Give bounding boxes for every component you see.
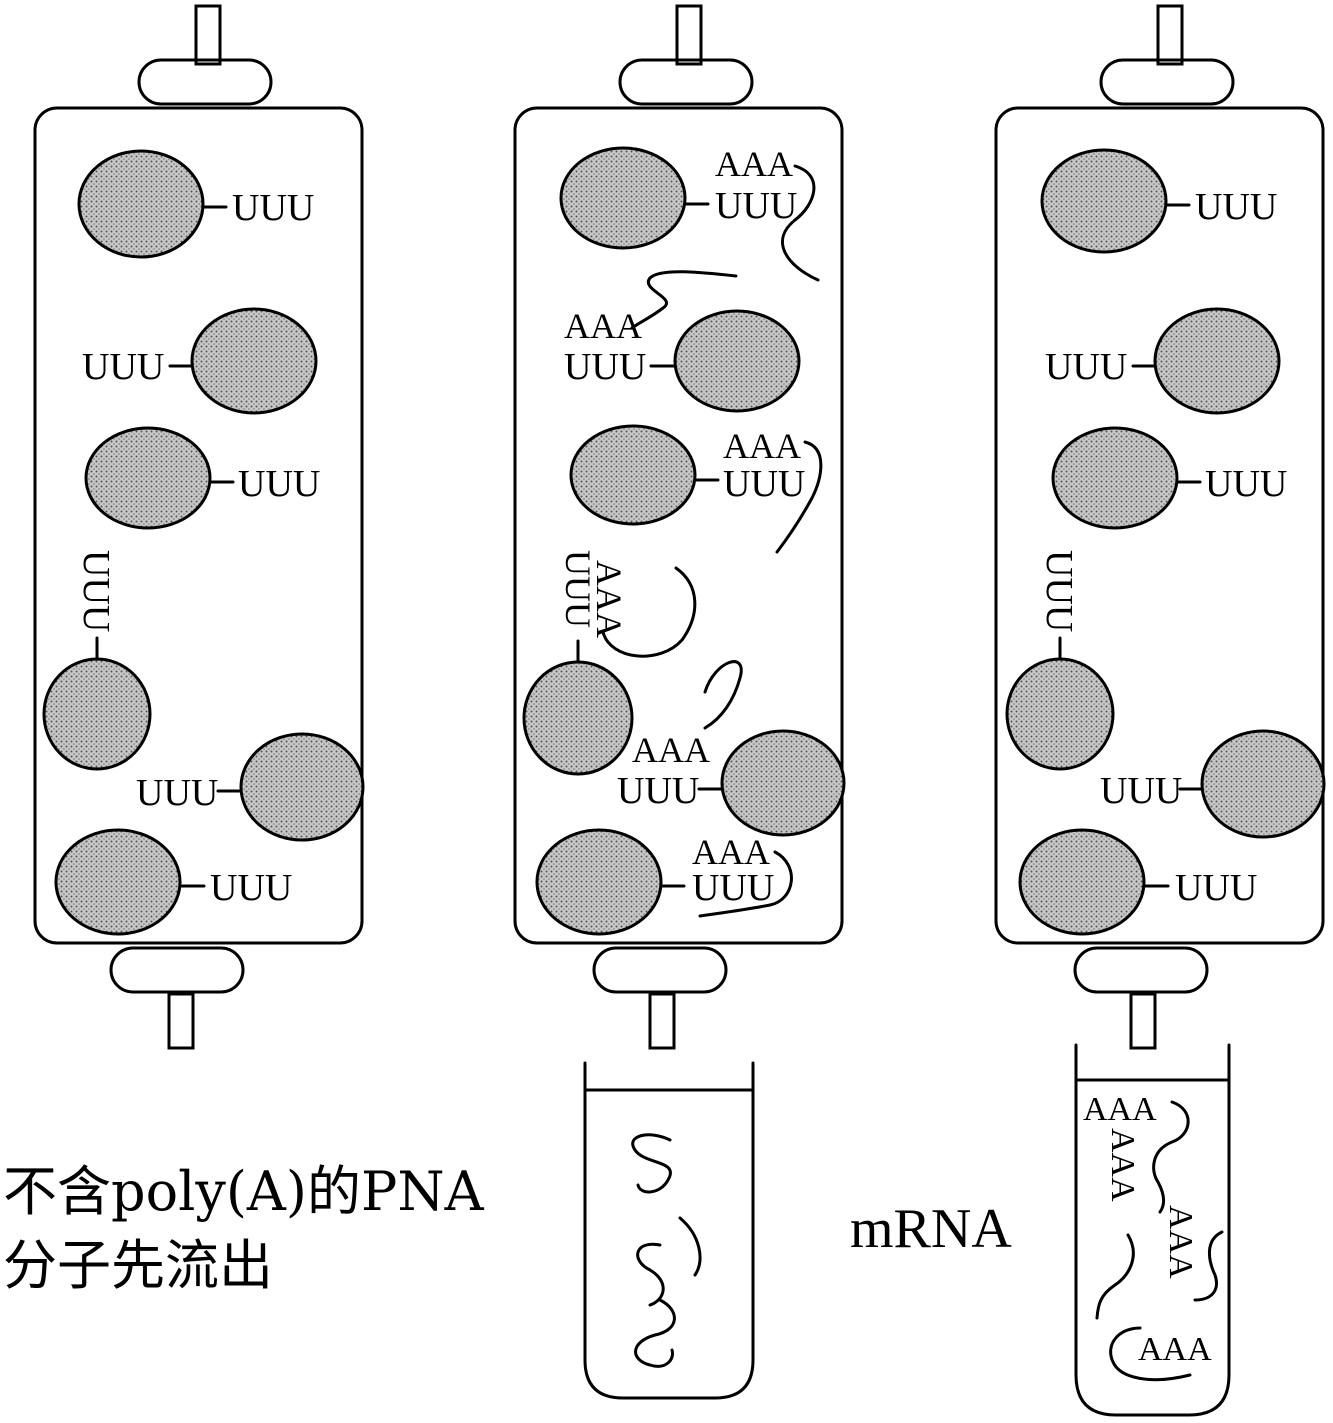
poly-a-label: AAA	[715, 144, 793, 184]
poly-a-label: AAA	[723, 426, 801, 466]
flow-through-caption-line2: 分子先流出	[3, 1234, 273, 1297]
column-2-top-tube	[675, 4, 703, 66]
oligo-dt-label: UUU	[136, 772, 218, 814]
poly-a-label: AAA	[692, 832, 770, 872]
oligo-dt-label: UUU	[210, 867, 292, 909]
column-2: AAA UUU AAA UUU AAA UUU UUU AAA AAA UUU	[513, 4, 846, 1400]
bead	[84, 426, 212, 530]
oligo-dt-label: UUU	[1175, 867, 1257, 909]
poly-a-label: AAA	[1083, 1091, 1157, 1128]
column-1-bottom-tube	[167, 992, 195, 1050]
column-3-body	[994, 106, 1325, 945]
column-2-bottom-cap	[592, 946, 728, 994]
oligo-dt-label: UUU	[723, 463, 805, 505]
column-3-bottom-tube	[1129, 992, 1157, 1050]
oligo-dt-label: UUU	[75, 550, 117, 632]
poly-a-label: AAA	[589, 560, 629, 638]
rna-strand	[703, 660, 743, 730]
mrna-strand	[1193, 1230, 1224, 1302]
bead	[1200, 729, 1326, 839]
bead	[559, 146, 687, 250]
mrna-strand	[698, 850, 793, 918]
bead	[190, 307, 318, 415]
column-1-body	[33, 106, 364, 945]
oligo-dt-label: UUU	[558, 550, 598, 628]
mrna-strand	[1095, 1233, 1135, 1320]
column-1-bottom-cap	[109, 946, 245, 994]
oligo-dt-label: UUU	[564, 346, 646, 388]
oligo-dt-label: UUU	[1205, 463, 1287, 505]
mrna-strand	[601, 566, 697, 658]
oligo-dt-label: UUU	[232, 187, 314, 229]
bead	[673, 309, 801, 413]
oligo-dt-label: UUU	[715, 185, 797, 227]
rna-strand	[630, 270, 738, 330]
tube-outline	[583, 1061, 755, 1400]
column-2-bottom-tube	[648, 992, 676, 1050]
poly-a-label: AAA	[564, 306, 642, 346]
column-3-bottom-cap	[1073, 946, 1209, 994]
column-3: UUU UUU UUU UUU UUU UUU AAA AAA AAA AAA	[994, 4, 1326, 1417]
oligo-dt-label: UUU	[1195, 186, 1277, 228]
bead	[522, 660, 634, 776]
bead	[54, 828, 182, 936]
poly-a-label: AAA	[1138, 1331, 1212, 1368]
column-1-top-cap	[137, 58, 273, 106]
poly-a-label: AAA	[1104, 1128, 1141, 1202]
bead	[569, 424, 697, 526]
bead	[42, 657, 152, 771]
oligo-dt-label: UUU	[692, 867, 774, 909]
rna-strand	[636, 1242, 665, 1307]
oligo-dt-label: UUU	[617, 770, 699, 812]
oligo-dt-label: UUU	[1045, 346, 1127, 388]
oligo-dt-label: UUU	[1100, 770, 1182, 812]
collection-tube-3: AAA AAA AAA AAA	[1074, 1043, 1231, 1417]
bead	[720, 729, 846, 837]
bead	[1005, 657, 1115, 771]
rna-strand	[634, 1298, 676, 1368]
bead	[1040, 148, 1168, 254]
tube-outline	[1074, 1043, 1231, 1417]
poly-a-label: AAA	[1162, 1205, 1199, 1279]
column-3-top-cap	[1099, 58, 1235, 106]
poly-a-label: AAA	[632, 730, 710, 770]
flow-through-caption-line1: 不含poly(A)的PNA	[3, 1160, 485, 1223]
bead	[1018, 828, 1146, 936]
rna-strand	[678, 1216, 702, 1277]
column-1-top-tube	[194, 4, 222, 66]
oligo-dt-label: UUU	[82, 346, 164, 388]
mrna-strand	[1109, 1326, 1192, 1382]
column-3-top-tube	[1156, 4, 1184, 66]
column-2-body	[513, 106, 844, 945]
collection-tube-2	[583, 1061, 755, 1400]
oligo-dt-label: UUU	[1038, 550, 1080, 632]
mrna-strand	[775, 440, 823, 554]
rna-strand	[631, 1133, 672, 1194]
oligo-dt-label: UUU	[238, 463, 320, 505]
mrna-strand	[1152, 1100, 1190, 1214]
bead	[77, 149, 205, 259]
bead	[239, 732, 365, 842]
bead	[535, 828, 663, 936]
mrna-strand	[781, 164, 820, 282]
eluate-caption: mRNA	[850, 1198, 1012, 1260]
column-2-top-cap	[618, 58, 754, 106]
bead	[1153, 307, 1281, 415]
bead	[1051, 426, 1179, 530]
column-1: UUU UUU UUU UUU UUU UUU	[33, 4, 365, 1050]
